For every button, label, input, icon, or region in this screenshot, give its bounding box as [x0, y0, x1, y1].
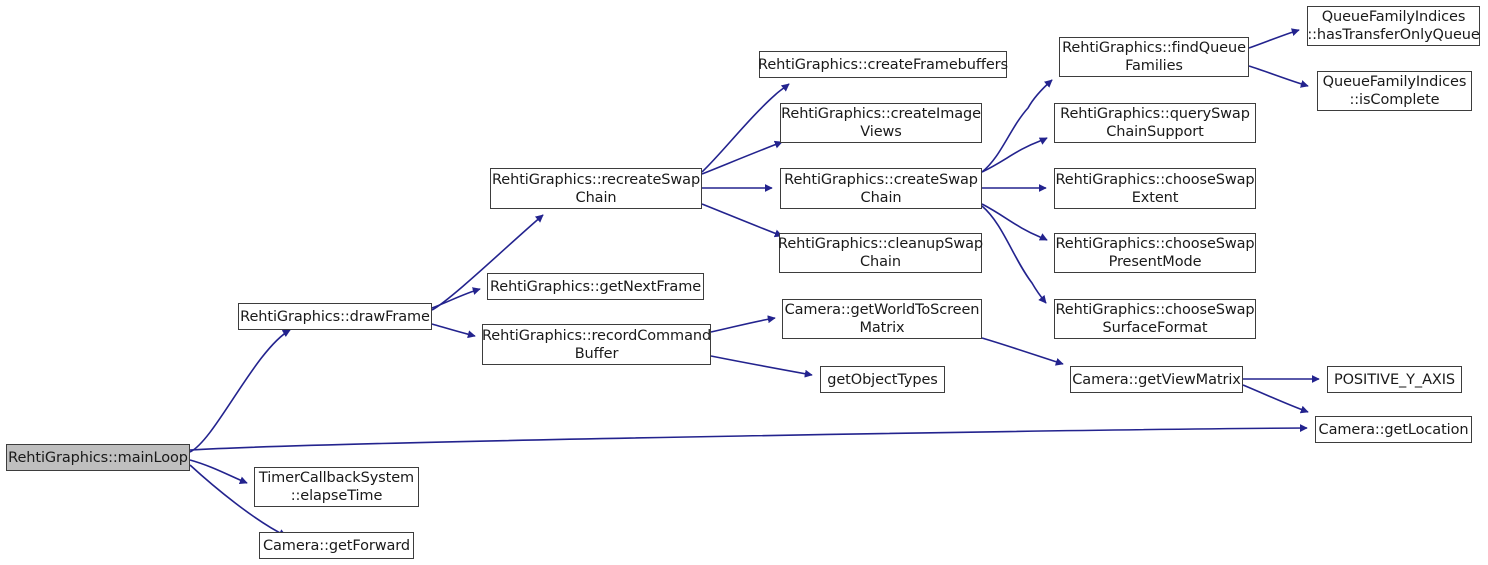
graph-node-label-recreateSwapChain: RehtiGraphics::recreateSwap Chain	[491, 171, 701, 206]
graph-node-label-elapseTime: TimerCallbackSystem ::elapseTime	[258, 470, 415, 504]
call-edge-recreateSwapChain-to-createImageViews	[701, 140, 783, 175]
graph-node-label-createFramebuffers: RehtiGraphics::createFramebuffers	[758, 56, 1008, 73]
graph-node-getObjectTypes[interactable]: getObjectTypes	[820, 366, 945, 393]
graph-node-getForward[interactable]: Camera::getForward	[259, 532, 414, 559]
graph-node-label-chooseSwapExtent: RehtiGraphics::chooseSwap Extent	[1055, 171, 1255, 206]
call-edge-recreateSwapChain-to-createFramebuffers	[701, 83, 790, 173]
graph-node-createSwapChain[interactable]: RehtiGraphics::createSwap Chain	[780, 168, 982, 209]
graph-node-label-getWorldToScreenMatrix: Camera::getWorldToScreen Matrix	[784, 302, 980, 336]
graph-node-isComplete[interactable]: QueueFamilyIndices ::isComplete	[1317, 71, 1472, 111]
graph-node-label-recordCommandBuffer: RehtiGraphics::recordCommand Buffer	[481, 327, 712, 362]
graph-node-positiveYAxis[interactable]: POSITIVE_Y_AXIS	[1327, 366, 1462, 393]
call-edge-createSwapChain-to-findQueueFamilies	[981, 79, 1053, 173]
graph-node-cleanupSwapChain[interactable]: RehtiGraphics::cleanupSwap Chain	[778, 233, 983, 273]
graph-node-findQueueFamilies[interactable]: RehtiGraphics::findQueue Families	[1059, 37, 1249, 77]
graph-node-hasTransferOnlyQueue[interactable]: QueueFamilyIndices ::hasTransferOnlyQueu…	[1307, 6, 1480, 46]
graph-node-label-getObjectTypes: getObjectTypes	[827, 371, 938, 388]
call-edge-recordCommandBuffer-to-getWorldToScreenMatrix	[710, 315, 776, 333]
graph-node-label-drawFrame: RehtiGraphics::drawFrame	[240, 308, 430, 325]
graph-node-mainLoop[interactable]: RehtiGraphics::mainLoop	[6, 444, 190, 471]
call-edge-createSwapChain-to-querySwapChainSupport	[981, 137, 1048, 173]
graph-node-label-getForward: Camera::getForward	[263, 537, 410, 554]
graph-node-querySwapChainSupport[interactable]: RehtiGraphics::querySwap ChainSupport	[1054, 103, 1256, 143]
graph-node-label-querySwapChainSupport: RehtiGraphics::querySwap ChainSupport	[1060, 106, 1250, 140]
graph-node-recreateSwapChain[interactable]: RehtiGraphics::recreateSwap Chain	[490, 168, 702, 209]
graph-node-getNextFrame[interactable]: RehtiGraphics::getNextFrame	[487, 273, 704, 300]
graph-node-createFramebuffers[interactable]: RehtiGraphics::createFramebuffers	[758, 51, 1008, 78]
graph-node-label-createSwapChain: RehtiGraphics::createSwap Chain	[784, 171, 978, 206]
call-edge-mainLoop-to-elapseTime	[189, 459, 248, 485]
graph-node-label-isComplete: QueueFamilyIndices ::isComplete	[1322, 74, 1467, 108]
call-edge-drawFrame-to-recordCommandBuffer	[431, 323, 476, 339]
graph-node-label-hasTransferOnlyQueue: QueueFamilyIndices ::hasTransferOnlyQueu…	[1307, 9, 1480, 43]
graph-node-label-getViewMatrix: Camera::getViewMatrix	[1072, 371, 1241, 388]
call-edge-drawFrame-to-getNextFrame	[431, 287, 481, 309]
call-edge-findQueueFamilies-to-hasTransferOnlyQueue	[1248, 28, 1300, 49]
call-edge-createSwapChain-to-chooseSwapSurfaceFormat	[981, 205, 1047, 304]
graph-node-label-getNextFrame: RehtiGraphics::getNextFrame	[489, 278, 702, 295]
graph-node-getWorldToScreenMatrix[interactable]: Camera::getWorldToScreen Matrix	[782, 299, 982, 339]
call-edge-findQueueFamilies-to-isComplete	[1248, 65, 1309, 88]
graph-node-label-positiveYAxis: POSITIVE_Y_AXIS	[1333, 371, 1456, 388]
graph-node-chooseSwapPresentMode[interactable]: RehtiGraphics::chooseSwap PresentMode	[1054, 233, 1256, 273]
call-edge-recordCommandBuffer-to-getObjectTypes	[710, 355, 813, 378]
call-edge-mainLoop-to-getLocation	[189, 424, 1308, 451]
call-edge-mainLoop-to-drawFrame	[189, 329, 291, 453]
graph-node-label-createImageViews: RehtiGraphics::createImage Views	[781, 106, 981, 140]
call-edge-getViewMatrix-to-getLocation	[1242, 384, 1309, 414]
graph-node-drawFrame[interactable]: RehtiGraphics::drawFrame	[238, 303, 432, 330]
call-edge-createSwapChain-to-chooseSwapPresentMode	[981, 203, 1048, 241]
graph-node-label-chooseSwapPresentMode: RehtiGraphics::chooseSwap PresentMode	[1055, 236, 1255, 270]
graph-node-label-getLocation: Camera::getLocation	[1318, 421, 1469, 438]
graph-node-recordCommandBuffer[interactable]: RehtiGraphics::recordCommand Buffer	[482, 324, 711, 365]
graph-node-chooseSwapExtent[interactable]: RehtiGraphics::chooseSwap Extent	[1054, 168, 1256, 209]
call-edge-getWorldToScreenMatrix-to-getViewMatrix	[981, 337, 1064, 366]
graph-node-chooseSwapSurfaceFormat[interactable]: RehtiGraphics::chooseSwap SurfaceFormat	[1054, 299, 1256, 339]
call-edge-recreateSwapChain-to-cleanupSwapChain	[701, 203, 783, 238]
graph-node-createImageViews[interactable]: RehtiGraphics::createImage Views	[780, 103, 982, 143]
graph-node-getViewMatrix[interactable]: Camera::getViewMatrix	[1070, 366, 1243, 393]
graph-node-label-mainLoop: RehtiGraphics::mainLoop	[8, 449, 188, 466]
graph-node-label-cleanupSwapChain: RehtiGraphics::cleanupSwap Chain	[778, 236, 983, 270]
graph-node-label-chooseSwapSurfaceFormat: RehtiGraphics::chooseSwap SurfaceFormat	[1055, 302, 1255, 336]
graph-node-label-findQueueFamilies: RehtiGraphics::findQueue Families	[1062, 40, 1246, 74]
graph-node-getLocation[interactable]: Camera::getLocation	[1315, 416, 1472, 443]
graph-node-elapseTime[interactable]: TimerCallbackSystem ::elapseTime	[254, 467, 419, 507]
